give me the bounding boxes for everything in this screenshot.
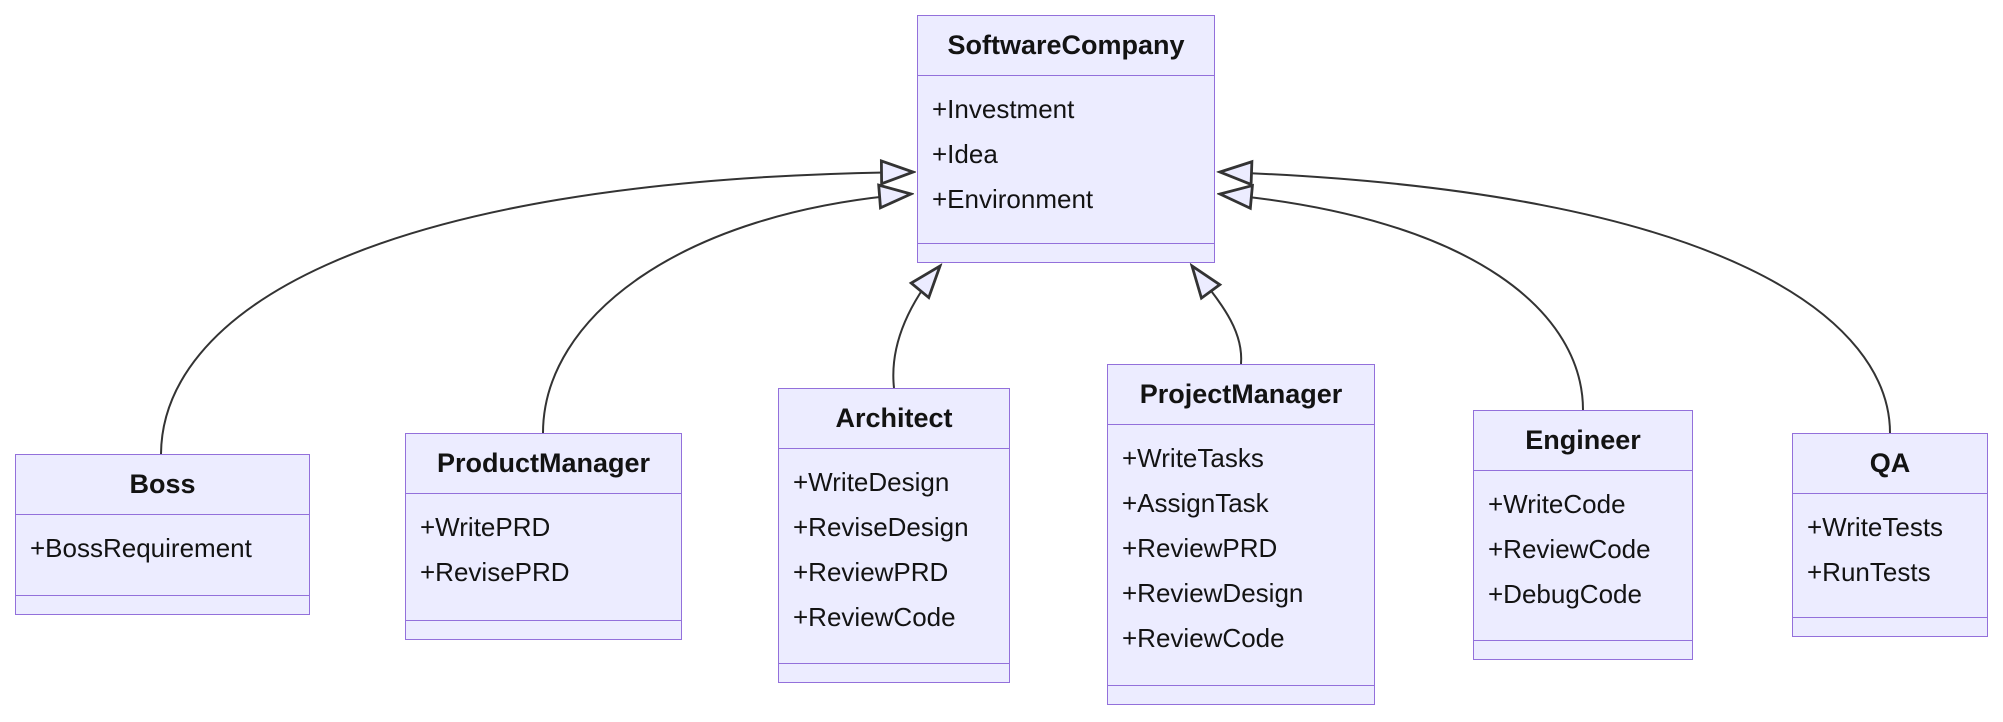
edge-architect-inherits-softwarecompany: [892, 266, 940, 389]
class-title: Architect: [779, 389, 1009, 449]
class-attribute: +WriteTasks: [1122, 443, 1264, 473]
class-attribute: +AssignTask: [1122, 488, 1269, 518]
class-box-softwarecompany: SoftwareCompany +Investment +Idea +Envir…: [917, 15, 1215, 263]
class-attribute: +Investment: [932, 94, 1075, 124]
class-attributes: +WriteCode +ReviewCode +DebugCode: [1474, 471, 1692, 640]
edge-boss-inherits-softwarecompany: [160, 172, 913, 455]
class-attribute: +ReviseDesign: [793, 512, 969, 542]
class-attribute: +ReviewPRD: [1122, 533, 1278, 563]
class-attributes: +BossRequirement: [16, 515, 309, 595]
class-attribute: +ReviewCode: [793, 602, 956, 632]
class-methods-empty: [918, 243, 1214, 262]
class-attribute: +WriteCode: [1488, 489, 1626, 519]
class-title: ProjectManager: [1108, 365, 1374, 425]
class-title: Engineer: [1474, 411, 1692, 471]
class-attribute: +RunTests: [1807, 557, 1931, 587]
class-title: QA: [1793, 434, 1987, 494]
class-box-boss: Boss +BossRequirement: [15, 454, 310, 615]
class-attributes: +Investment +Idea +Environment: [918, 76, 1214, 243]
class-box-qa: QA +WriteTests +RunTests: [1792, 433, 1988, 637]
class-attribute: +ReviewDesign: [1122, 578, 1304, 608]
class-attribute: +Idea: [932, 139, 998, 169]
class-attribute: +WriteTests: [1807, 512, 1944, 542]
class-title: ProductManager: [406, 434, 681, 494]
class-attribute: +ReviewPRD: [793, 557, 949, 587]
class-methods-empty: [779, 663, 1009, 682]
class-box-engineer: Engineer +WriteCode +ReviewCode +DebugCo…: [1473, 410, 1693, 660]
class-box-architect: Architect +WriteDesign +ReviseDesign +Re…: [778, 388, 1010, 683]
class-title: Boss: [16, 455, 309, 515]
class-attribute: +RevisePRD: [420, 557, 570, 587]
edge-qa-inherits-softwarecompany: [1220, 172, 1891, 434]
class-methods-empty: [16, 595, 309, 614]
class-methods-empty: [1474, 640, 1692, 659]
class-attribute: +ReviewCode: [1122, 623, 1285, 653]
class-box-projectmanager: ProjectManager +WriteTasks +AssignTask +…: [1107, 364, 1375, 705]
class-attributes: +WriteTests +RunTests: [1793, 494, 1987, 617]
edge-projectmanager-inherits-softwarecompany: [1192, 266, 1243, 365]
class-attribute: +ReviewCode: [1488, 534, 1651, 564]
class-attribute: +WritePRD: [420, 512, 551, 542]
class-attributes: +WriteDesign +ReviseDesign +ReviewPRD +R…: [779, 449, 1009, 663]
class-methods-empty: [406, 620, 681, 639]
edge-productmanager-inherits-softwarecompany: [542, 194, 911, 434]
class-attributes: +WriteTasks +AssignTask +ReviewPRD +Revi…: [1108, 425, 1374, 685]
edge-engineer-inherits-softwarecompany: [1220, 194, 1584, 411]
class-attribute: +Environment: [932, 184, 1094, 214]
class-attribute: +BossRequirement: [30, 533, 252, 563]
class-title: SoftwareCompany: [918, 16, 1214, 76]
class-attribute: +WriteDesign: [793, 467, 950, 497]
class-methods-empty: [1793, 617, 1987, 636]
class-attributes: +WritePRD +RevisePRD: [406, 494, 681, 620]
class-attribute: +DebugCode: [1488, 579, 1642, 609]
class-methods-empty: [1108, 685, 1374, 704]
class-box-productmanager: ProductManager +WritePRD +RevisePRD: [405, 433, 682, 640]
